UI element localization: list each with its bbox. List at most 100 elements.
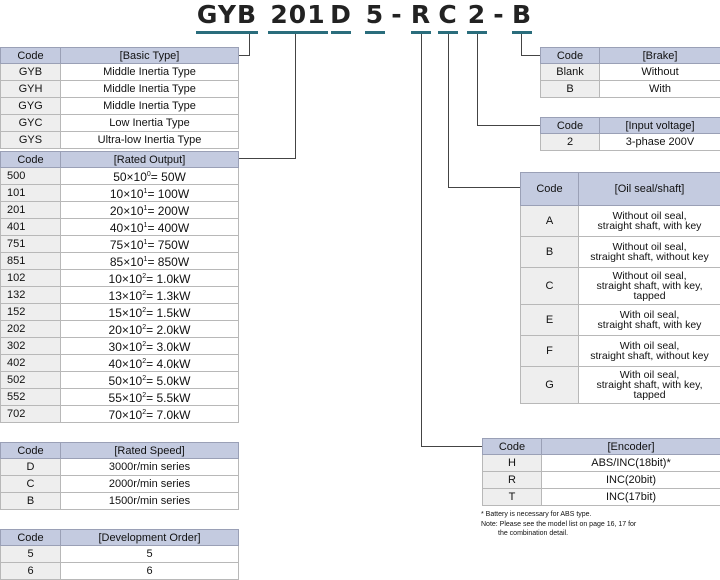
value-cell: 70×102= 7.0kW bbox=[61, 406, 239, 423]
underline-development-order bbox=[365, 31, 385, 34]
code-cell: 552 bbox=[1, 389, 61, 406]
code-cell: 101 bbox=[1, 185, 61, 202]
output-result: = 1.3kW bbox=[146, 289, 190, 303]
value-cell: 13×102= 1.3kW bbox=[61, 287, 239, 304]
code-cell: Blank bbox=[541, 64, 600, 81]
value-cell: 40×101= 400W bbox=[61, 219, 239, 236]
value-cell: 10×101= 100W bbox=[61, 185, 239, 202]
value-cell: 3000r/min series bbox=[61, 459, 239, 476]
description-line: straight shaft, without key bbox=[579, 252, 720, 262]
code-cell: B bbox=[541, 81, 600, 98]
connector-rated-output bbox=[295, 34, 296, 158]
model-code-rated-output: 201 bbox=[268, 0, 328, 30]
underline-brake bbox=[512, 31, 532, 34]
model-code-rated-speed: D bbox=[330, 0, 352, 30]
header-basic-type: [Basic Type] bbox=[61, 48, 239, 64]
value-cell: Middle Inertia Type bbox=[61, 81, 239, 98]
output-result: = 7.0kW bbox=[146, 408, 190, 422]
header-rated-speed: [Rated Speed] bbox=[61, 443, 239, 459]
code-cell: GYB bbox=[1, 64, 61, 81]
value-cell: Without oil seal,straight shaft, without… bbox=[579, 237, 720, 268]
code-cell: 402 bbox=[1, 355, 61, 372]
value-cell: 85×101= 850W bbox=[61, 253, 239, 270]
value-cell: INC(20bit) bbox=[542, 472, 720, 489]
value-cell: Without bbox=[600, 64, 720, 81]
code-cell: 5 bbox=[1, 546, 61, 563]
value-cell: 6 bbox=[61, 563, 239, 580]
value-cell: 3-phase 200V bbox=[600, 134, 720, 151]
code-cell: C bbox=[521, 268, 579, 305]
code-cell: T bbox=[483, 489, 542, 506]
footnotes: * Battery is necessary for ABS type. Not… bbox=[481, 510, 636, 539]
value-cell: 20×101= 200W bbox=[61, 202, 239, 219]
output-result: = 5.0kW bbox=[146, 374, 190, 388]
code-cell: 401 bbox=[1, 219, 61, 236]
output-result: = 100W bbox=[147, 187, 189, 201]
output-result: = 50W bbox=[151, 170, 186, 184]
connector-oil-seal-h bbox=[448, 187, 521, 188]
description-line: tapped bbox=[579, 291, 720, 301]
output-base: 20×10 bbox=[109, 323, 143, 337]
value-cell: Without oil seal,straight shaft, with ke… bbox=[579, 206, 720, 237]
header-brake: [Brake] bbox=[600, 48, 720, 64]
output-base: 10×10 bbox=[109, 272, 143, 286]
value-cell: 1500r/min series bbox=[61, 493, 239, 510]
value-cell: 50×102= 5.0kW bbox=[61, 372, 239, 389]
code-cell: 851 bbox=[1, 253, 61, 270]
model-code-input-voltage: 2 bbox=[466, 0, 488, 30]
output-base: 75×10 bbox=[110, 238, 144, 252]
header-code: Code bbox=[1, 443, 61, 459]
code-cell: GYG bbox=[1, 98, 61, 115]
model-code-encoder: R bbox=[410, 0, 432, 30]
header-oil-seal-shaft: [Oil seal/shaft] bbox=[579, 173, 720, 206]
value-cell: INC(17bit) bbox=[542, 489, 720, 506]
value-cell: 55×102= 5.5kW bbox=[61, 389, 239, 406]
code-cell: 102 bbox=[1, 270, 61, 287]
output-base: 40×10 bbox=[109, 357, 143, 371]
output-result: = 850W bbox=[147, 255, 189, 269]
value-cell: 10×102= 1.0kW bbox=[61, 270, 239, 287]
output-base: 85×10 bbox=[110, 255, 144, 269]
code-cell: 202 bbox=[1, 321, 61, 338]
model-code-development-order: 5 bbox=[364, 0, 386, 30]
code-cell: D bbox=[1, 459, 61, 476]
connector-rated-output-h bbox=[237, 158, 296, 159]
underline-rated-speed bbox=[331, 31, 351, 34]
code-cell: B bbox=[521, 237, 579, 268]
value-cell: 15×102= 1.5kW bbox=[61, 304, 239, 321]
code-cell: C bbox=[1, 476, 61, 493]
description-line: tapped bbox=[579, 390, 720, 400]
value-cell: Middle Inertia Type bbox=[61, 98, 239, 115]
header-code: Code bbox=[483, 439, 542, 455]
code-cell: GYH bbox=[1, 81, 61, 98]
code-cell: H bbox=[483, 455, 542, 472]
value-cell: ABS/INC(18bit)* bbox=[542, 455, 720, 472]
code-cell: 500 bbox=[1, 168, 61, 185]
output-base: 20×10 bbox=[110, 204, 144, 218]
output-result: = 3.0kW bbox=[146, 340, 190, 354]
value-cell: With oil seal,straight shaft, with key bbox=[579, 305, 720, 336]
